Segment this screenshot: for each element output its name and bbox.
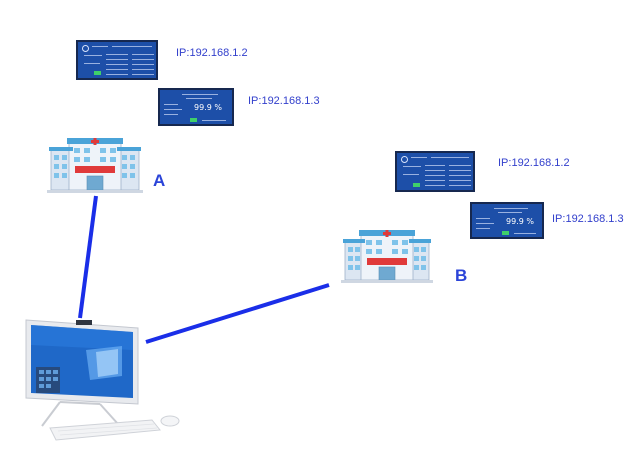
link-a-to-computer bbox=[78, 195, 98, 319]
device-ip-label: IP:192.168.1.2 bbox=[176, 47, 248, 59]
link-b-to-computer bbox=[145, 283, 330, 344]
hospital-icon bbox=[341, 230, 433, 283]
device-ip-label: IP:192.168.1.3 bbox=[248, 95, 320, 107]
site-label-b: B bbox=[455, 266, 468, 285]
device-ip-label: IP:192.168.1.2 bbox=[498, 157, 570, 169]
desktop-computer-icon bbox=[25, 319, 180, 441]
device-reading: 99.9 % bbox=[506, 217, 534, 226]
hospital-icon bbox=[47, 138, 143, 193]
device-reading: 99.9 % bbox=[194, 103, 222, 112]
device-display-panel: 99.9 % bbox=[158, 88, 234, 126]
site-label-a: A bbox=[153, 171, 166, 190]
device-display-panel bbox=[395, 151, 475, 192]
device-ip-label: IP:192.168.1.3 bbox=[552, 213, 624, 225]
device-display-panel: 99.9 % bbox=[470, 202, 544, 239]
device-display-panel bbox=[76, 40, 158, 80]
